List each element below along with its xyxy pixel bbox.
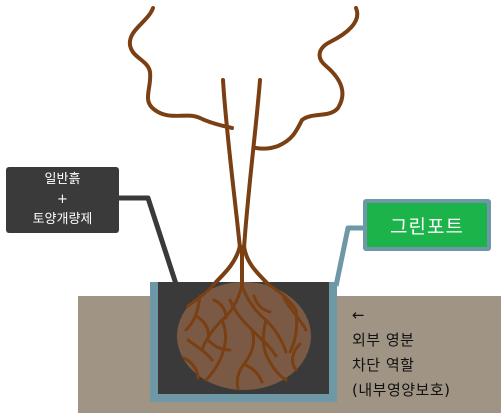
soil-label-line2: + <box>57 192 68 207</box>
pot-role-annotation: ← 외부 영분 차단 역할 (내부영양보호) <box>352 303 500 403</box>
pot-label-text: 그린포트 <box>367 203 487 247</box>
tree-trunk-left <box>221 78 242 250</box>
left-arrow-icon: ← <box>352 306 366 324</box>
soil-label-line3: 토양개량제 <box>32 212 93 227</box>
root-ball <box>177 282 311 390</box>
soil-label: 일반흙 + 토양개량제 <box>6 167 119 233</box>
tree-trunk-right <box>242 78 262 250</box>
role-line1: 외부 영분 <box>352 331 415 349</box>
role-line3: (내부영양보호) <box>352 381 451 399</box>
pot-label: 그린포트 <box>363 199 491 251</box>
roots <box>182 280 308 390</box>
tree-canopy-outline <box>127 6 360 151</box>
root-stem <box>214 244 270 288</box>
soil-leader-line <box>118 195 179 285</box>
role-line2: 차단 역할 <box>352 356 415 374</box>
soil-label-line1: 일반흙 <box>44 172 81 187</box>
pot-leader-line <box>333 225 364 287</box>
